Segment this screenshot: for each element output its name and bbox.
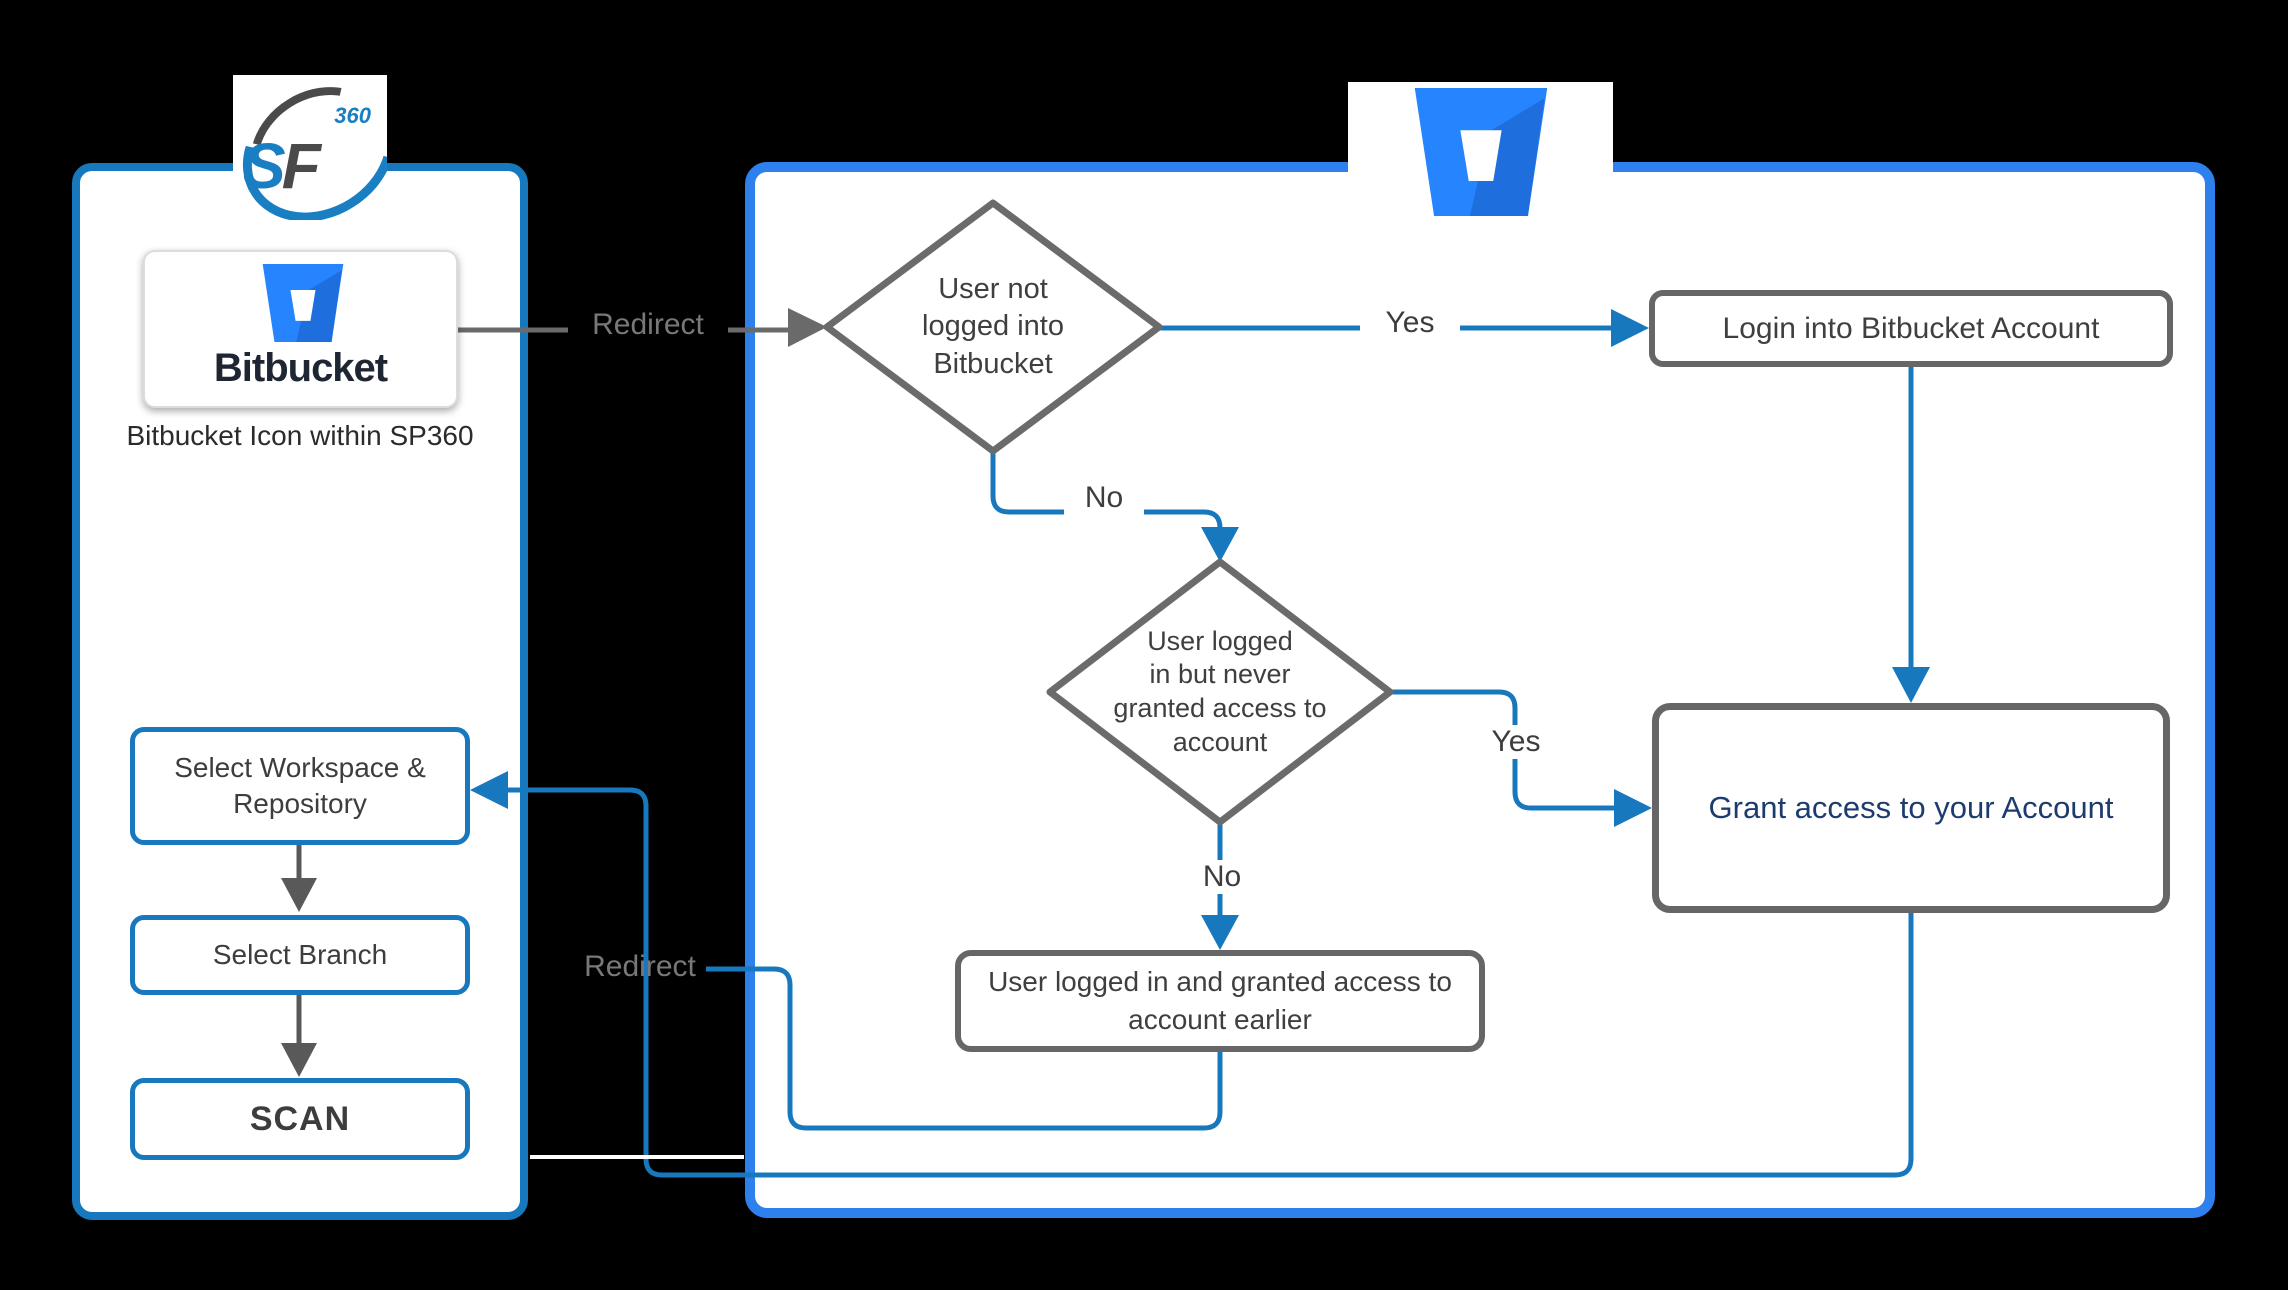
loopback-arrowhead-icon <box>470 771 508 809</box>
sp360-logo: SF 360 <box>233 75 387 220</box>
bitbucket-wordmark: Bitbucket <box>213 346 388 390</box>
no-top-label: No <box>1064 481 1144 515</box>
login-bitbucket-box: Login into Bitbucket Account <box>1649 290 2173 367</box>
sp360-logo-f: F <box>281 130 321 202</box>
step2-step3-arrowhead-icon <box>281 1043 317 1077</box>
grant-loopback-line <box>506 787 1914 1178</box>
select-workspace-box[interactable]: Select Workspace & Repository <box>130 727 470 845</box>
yes-mid-label: Yes <box>1466 725 1566 759</box>
bitbucket-card-bucket-icon <box>261 264 345 342</box>
sp360-logo-360: 360 <box>334 103 371 128</box>
redirect-top-label: Redirect <box>568 308 728 342</box>
yes-top-label: Yes <box>1360 306 1460 340</box>
bitbucket-bucket-icon <box>1412 88 1550 216</box>
yes-mid-arrowhead-icon <box>1614 789 1652 827</box>
diamond-never-granted-label: User logged in but never granted access … <box>1113 625 1327 757</box>
yes-top-arrowhead-icon <box>1611 309 1649 347</box>
bitbucket-logo-header <box>1348 82 1613 222</box>
redirect-top-arrowhead-icon <box>788 308 827 347</box>
select-branch-box[interactable]: Select Branch <box>130 915 470 995</box>
grant-access-box: Grant access to your Account <box>1652 703 2170 913</box>
diamond-not-logged-in <box>823 199 1163 455</box>
diamond-not-logged-in-label: User not logged into Bitbucket <box>922 273 1064 380</box>
redirect-bottom-label: Redirect <box>584 950 696 983</box>
bitbucket-card-caption: Bitbucket Icon within SP360 <box>126 420 474 451</box>
no-top-arrowhead-icon <box>1201 527 1239 562</box>
scan-button[interactable]: SCAN <box>130 1078 470 1160</box>
sp360-logo-text: SF <box>243 134 321 198</box>
no-mid-label: No <box>1182 860 1262 894</box>
result-redirect-line <box>706 966 1223 1131</box>
login-to-grant-arrowhead-icon <box>1892 667 1930 703</box>
step1-step2-arrowhead-icon <box>281 878 317 912</box>
bitbucket-card[interactable]: Bitbucket <box>143 250 458 408</box>
sp360-logo-s: S <box>243 130 286 202</box>
already-granted-box: User logged in and granted access to acc… <box>955 950 1485 1052</box>
diamond-never-granted <box>1046 558 1394 826</box>
no-mid-arrowhead-icon <box>1201 915 1239 950</box>
